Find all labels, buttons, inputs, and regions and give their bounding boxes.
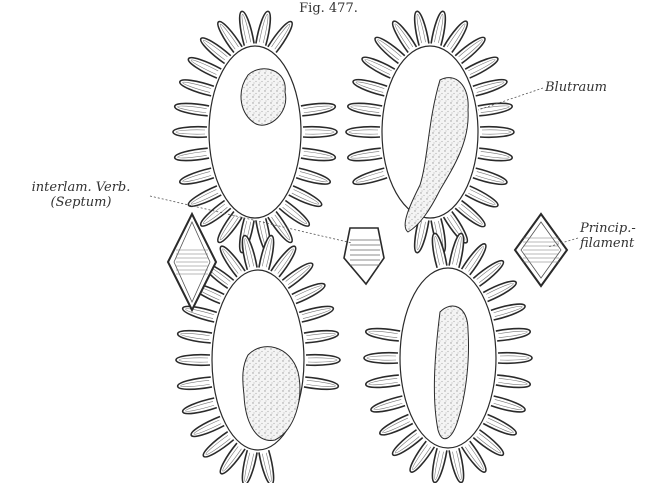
blood-space-bottom-left [243, 347, 300, 441]
label-princip-line2: filament [580, 236, 636, 251]
lamella [306, 355, 340, 366]
lamella [303, 127, 337, 138]
label-blutraum: Blutraum [545, 80, 607, 95]
label-interlam-line1: interlam. Verb. [8, 180, 154, 195]
lamella [173, 127, 207, 138]
lamella [346, 127, 380, 138]
lamella [365, 326, 400, 341]
lamella [365, 375, 400, 390]
lamella [189, 416, 224, 440]
lamella [177, 377, 212, 392]
lamella [296, 168, 332, 187]
principal-filament-right [515, 214, 567, 286]
lamella [176, 355, 210, 366]
lamella [347, 148, 382, 163]
lamella [352, 168, 388, 188]
lamella [449, 232, 467, 267]
label-interlamellar-connection: interlam. Verb. (Septum) [8, 180, 154, 210]
lamella-ring-top-left [173, 10, 337, 253]
figure-caption: Fig. 477. [0, 1, 657, 16]
label-blutraum-text: Blutraum [545, 80, 607, 95]
lamella [301, 148, 336, 163]
lamella [174, 101, 209, 116]
lamella [496, 326, 531, 341]
lamella [498, 353, 532, 364]
blood-space-top-left [241, 69, 286, 125]
lamella [491, 396, 527, 415]
lamella [259, 450, 277, 483]
label-princip-line1: Princip.- [580, 221, 636, 236]
lamella [378, 414, 413, 438]
lamella [181, 303, 217, 322]
lamella [268, 19, 296, 53]
lamella [301, 101, 336, 116]
lamella [480, 127, 514, 138]
lamella [181, 398, 217, 417]
lamella [473, 76, 509, 96]
lamella [239, 450, 257, 483]
septum-central [344, 228, 384, 284]
lamella [364, 353, 398, 364]
lamella [478, 148, 513, 163]
lamella [177, 328, 212, 343]
lamella [352, 76, 388, 96]
lamella [429, 448, 447, 483]
lamella [483, 414, 518, 438]
lamella [178, 77, 214, 96]
lamella [292, 280, 327, 304]
label-interlam-line2: (Septum) [8, 195, 154, 210]
lamella [174, 148, 209, 163]
lamella [304, 328, 339, 343]
lamella [491, 301, 527, 320]
lamella [370, 396, 406, 415]
lamella [299, 303, 335, 322]
lamella [178, 168, 214, 187]
lamella [449, 448, 467, 483]
lamella [473, 168, 509, 188]
blood-space-bottom-right [434, 306, 468, 439]
label-principal-filament: Princip.- filament [580, 221, 636, 251]
lamella [496, 375, 531, 390]
lamella [478, 101, 513, 116]
lamella [347, 101, 382, 116]
lamella [304, 377, 339, 392]
lamella [483, 278, 518, 302]
